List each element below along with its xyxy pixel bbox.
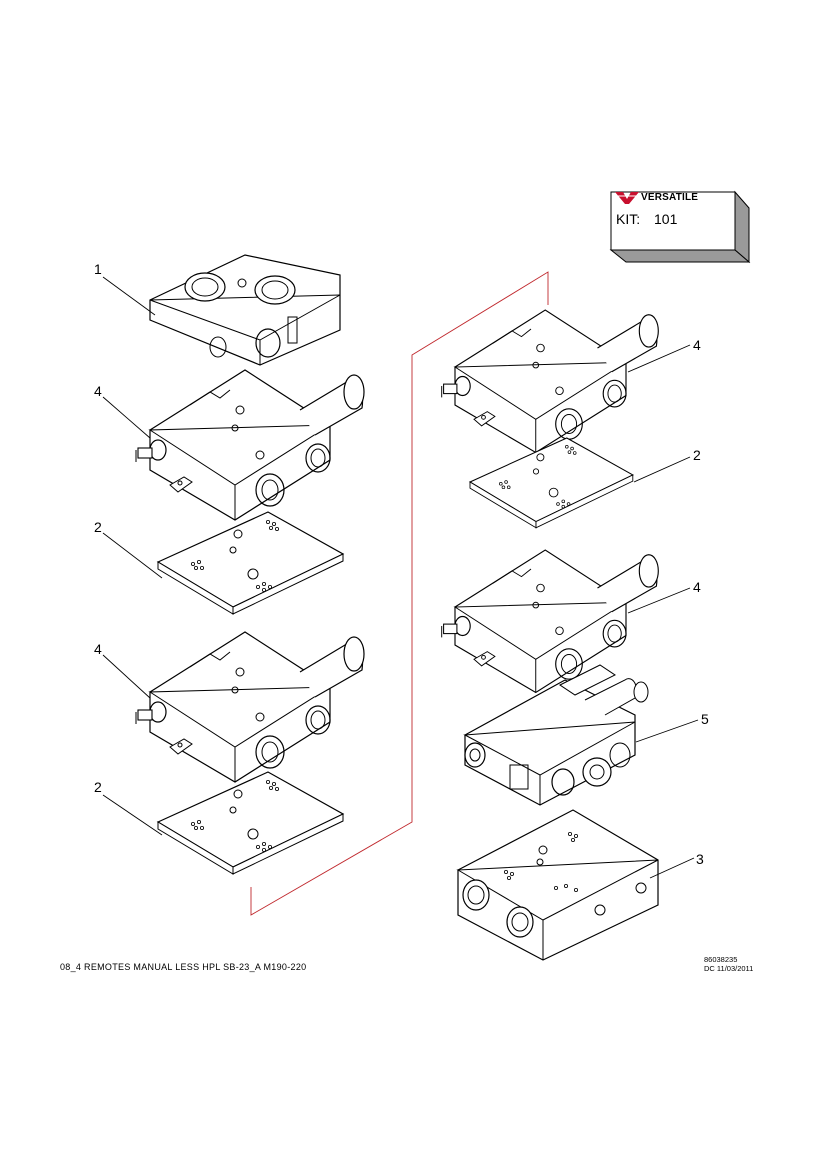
callout-5: 5 [701,711,709,727]
callout-2: 2 [94,519,102,535]
valve-section-part [441,549,659,694]
valve-section-part [135,369,365,521]
callout-4: 4 [693,579,701,595]
brand-name: VERSATILE [641,192,699,203]
versatile-logo-icon [615,192,639,204]
callout-4: 4 [94,641,102,657]
revision-block: 86038235 DC 11/03/2011 [704,955,753,973]
callout-4: 4 [94,383,102,399]
valve-section-part [135,631,365,783]
gasket-plate-part [469,437,634,529]
assembly-connector-line [250,271,549,916]
callout-3: 3 [696,851,704,867]
diagram-title: 08_4 REMOTES MANUAL LESS HPL SB-23_A M19… [60,962,307,972]
kit-box: VERSATILE KIT: 101 [611,190,735,250]
outlet-block-part [456,809,659,961]
callout-4: 4 [693,337,701,353]
control-valve-part [463,664,649,806]
gasket-plate-part [157,511,344,615]
gasket-plate-part [157,771,344,875]
callout-2: 2 [693,447,701,463]
inlet-block-part [149,254,341,366]
kit-box-frame [609,190,751,264]
callout-2: 2 [94,779,102,795]
valve-section-part [441,309,659,454]
date-code: DC 11/03/2011 [704,964,754,973]
kit-number: 101 [654,211,678,227]
part-number: 86038235 [704,955,738,964]
kit-label: KIT: [616,211,641,227]
leader-lines [102,276,699,879]
callout-1: 1 [94,261,102,277]
